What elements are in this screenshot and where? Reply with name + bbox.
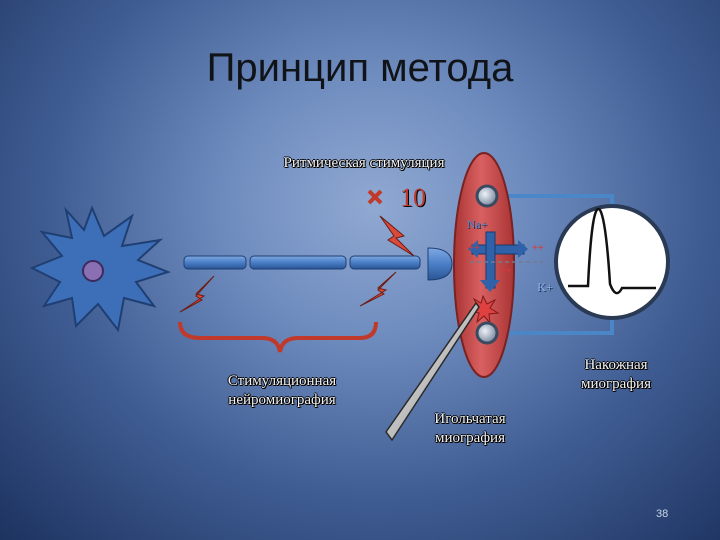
axon-segment <box>183 255 247 270</box>
axon-terminal <box>427 247 453 281</box>
svg-text:++: ++ <box>532 243 544 254</box>
svg-text:++: ++ <box>468 243 480 254</box>
lightning-spark-icon <box>379 215 415 257</box>
ion-channel-arrows: ++ ++ ++ <box>468 231 545 292</box>
surface-myography-label: Накожная миография <box>581 357 651 392</box>
curly-brace <box>178 321 378 353</box>
needle-myography-label: Игольчатая миография <box>434 411 506 446</box>
spark-star-icon <box>468 294 500 325</box>
axon <box>183 255 421 270</box>
lightning-spark-icon <box>359 271 397 307</box>
slide-number: 38 <box>656 508 669 520</box>
action-potential-trace <box>568 207 656 295</box>
needle-electrode-icon <box>385 301 480 442</box>
potassium-ion-label: K+ <box>537 280 553 294</box>
stimulation-neuromyography-label: Стимуляционная нейромиография <box>227 373 337 408</box>
oscilloscope-icon <box>554 204 670 320</box>
neuron-icon <box>29 205 171 333</box>
slide-title: Принцип метода <box>206 46 514 90</box>
electrode-bottom-icon <box>475 321 499 345</box>
rhythmic-stimulation-label: Ритмическая стимуляция <box>283 155 445 171</box>
multiply-icon <box>367 189 383 205</box>
svg-text:++: ++ <box>500 266 512 277</box>
electrode-top-icon <box>475 184 499 208</box>
multiplier-label: 10 <box>400 183 426 212</box>
lightning-spark-icon <box>179 275 215 313</box>
sodium-ion-label: Na+ <box>466 217 488 231</box>
neuron-nucleus <box>82 260 104 282</box>
axon-segment <box>249 255 347 270</box>
axon-segment <box>349 255 421 270</box>
